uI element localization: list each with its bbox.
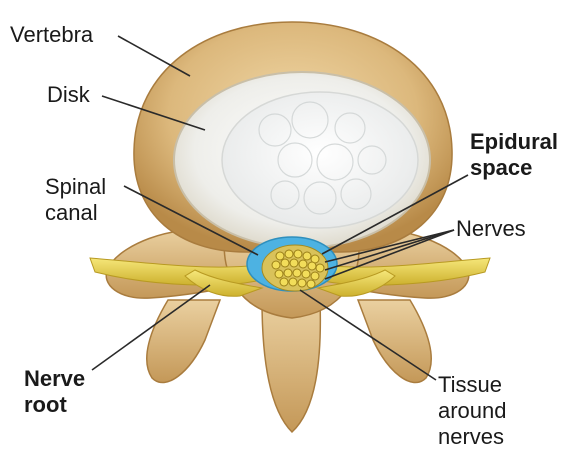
- nerve-fiber: [303, 252, 311, 260]
- nerve-fiber: [285, 250, 293, 258]
- label-tissue-line2: around: [438, 398, 507, 424]
- label-nerve-root-line1: Nerve: [24, 366, 85, 392]
- nerve-fiber: [316, 264, 324, 272]
- nerve-fiber: [299, 260, 307, 268]
- nerve-fiber: [307, 280, 315, 288]
- disk-nucleus: [222, 92, 418, 228]
- nerve-fiber: [276, 252, 284, 260]
- label-tissue-line1: Tissue: [438, 372, 507, 398]
- label-vertebra: Vertebra: [10, 22, 93, 48]
- nerve-fiber: [281, 259, 289, 267]
- label-nerve-root-line2: root: [24, 392, 85, 418]
- nerve-fiber: [280, 278, 288, 286]
- label-tissue-line3: nerves: [438, 424, 507, 450]
- nerve-fiber: [311, 272, 319, 280]
- label-nerves: Nerves: [456, 216, 526, 242]
- nerve-fiber: [272, 261, 280, 269]
- nerve-fiber: [289, 278, 297, 286]
- nerve-fiber: [275, 270, 283, 278]
- label-spinal-canal-line1: Spinal: [45, 174, 106, 200]
- nerve-fiber: [293, 269, 301, 277]
- inferior-processes: [147, 300, 431, 432]
- label-spinal-canal-line2: canal: [45, 200, 106, 226]
- nerve-fiber: [284, 269, 292, 277]
- label-nerve-root: Nerve root: [24, 366, 85, 418]
- nerve-fiber: [294, 250, 302, 258]
- label-epidural-space-line2: space: [470, 155, 558, 181]
- label-disk: Disk: [47, 82, 90, 108]
- nerve-fiber: [298, 279, 306, 287]
- label-spinal-canal: Spinal canal: [45, 174, 106, 226]
- nerve-fiber: [308, 262, 316, 270]
- nerve-fiber: [302, 270, 310, 278]
- nerve-fiber: [290, 259, 298, 267]
- label-epidural-space: Epidural space: [470, 129, 558, 181]
- label-epidural-space-line1: Epidural: [470, 129, 558, 155]
- label-tissue-around-nerves: Tissue around nerves: [438, 372, 507, 450]
